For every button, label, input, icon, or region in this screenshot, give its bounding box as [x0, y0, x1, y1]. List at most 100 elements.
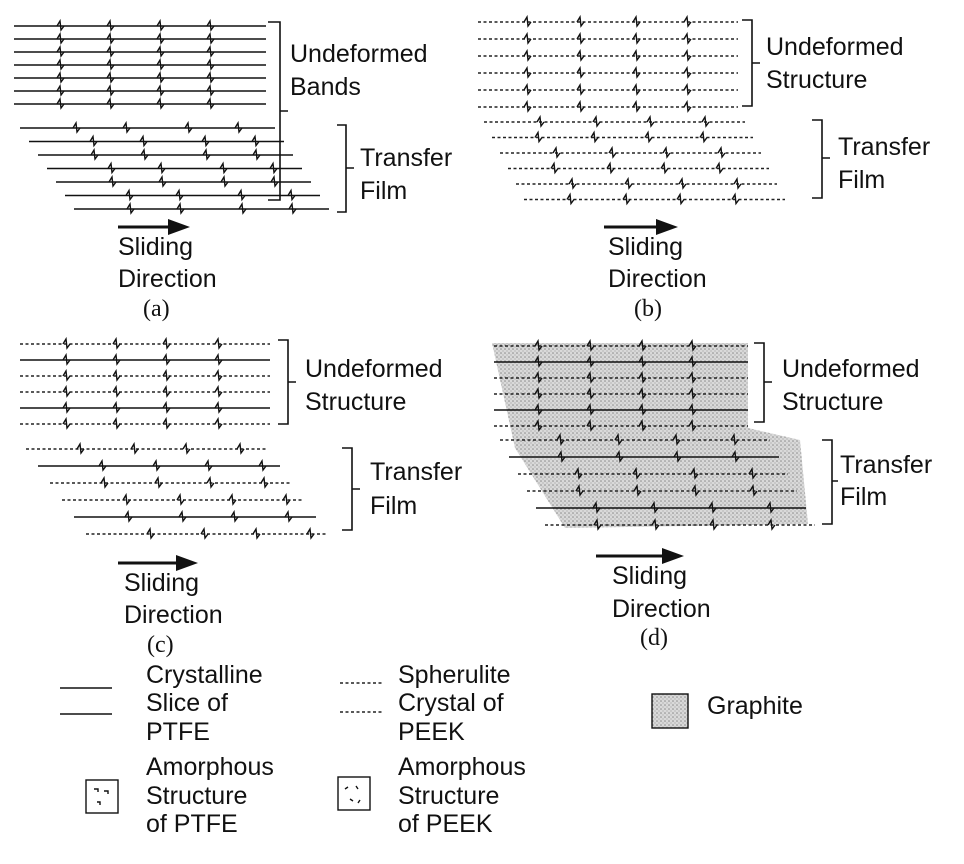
band-kink — [731, 192, 740, 206]
band-kink — [251, 134, 260, 148]
band-kink — [237, 188, 246, 202]
band-kink — [62, 352, 71, 366]
band-kink — [62, 416, 71, 430]
band-kink — [56, 83, 65, 97]
band-kink — [206, 83, 215, 97]
band-kink — [206, 70, 215, 84]
panel-c-lower-bracket — [342, 447, 360, 531]
band-kink — [182, 441, 191, 455]
band-kink — [106, 31, 115, 45]
band-kink — [214, 336, 223, 350]
panel-a-upper-label: Undeformed Bands — [290, 40, 435, 101]
band-kink — [204, 458, 213, 472]
band-kink — [749, 483, 758, 497]
band-kink — [206, 31, 215, 45]
band-kink — [534, 418, 543, 432]
band-kink — [106, 96, 115, 110]
band-kink — [638, 386, 647, 400]
band-kink — [576, 82, 585, 96]
band-kink — [678, 176, 687, 190]
band-kink — [106, 18, 115, 32]
band-kink — [688, 354, 697, 368]
band-kink — [200, 526, 209, 540]
panel-c-caption: (c) — [147, 632, 174, 658]
panel-a-lower-label: Transfer Film — [360, 144, 459, 205]
band-kink — [576, 31, 585, 45]
band-kink — [733, 176, 742, 190]
band-kink — [162, 352, 171, 366]
panel-c-direction-label: Sliding Direction — [124, 569, 223, 629]
band-kink — [98, 458, 107, 472]
band-kink — [672, 432, 681, 446]
band-kink — [228, 492, 237, 506]
panel-d: Undeformed Structure Transfer Film Slidi… — [492, 338, 932, 651]
band-kink — [690, 466, 699, 480]
band-kink — [156, 96, 165, 110]
band-kink — [62, 384, 71, 398]
band-kink — [140, 147, 149, 161]
band-kink — [534, 130, 543, 144]
band-kink — [206, 57, 215, 71]
band-kink — [576, 48, 585, 62]
panel-a-caption: (a) — [143, 296, 170, 322]
band-kink — [586, 370, 595, 384]
panel-b-sliding-arrow — [604, 219, 678, 235]
band-kink — [688, 338, 697, 352]
band-kink — [125, 188, 134, 202]
band-kink — [575, 483, 584, 497]
band-kink — [534, 354, 543, 368]
band-kink — [112, 384, 121, 398]
band-kink — [615, 449, 624, 463]
band-kink — [592, 114, 601, 128]
panel-d-sliding-arrow — [596, 548, 684, 564]
band-kink — [688, 402, 697, 416]
panel-b-upper-label: Undeformed Structure — [766, 33, 911, 94]
band-kink — [258, 458, 267, 472]
band-kink — [662, 145, 671, 159]
panel-c-upper-bracket — [278, 339, 296, 425]
band-kink — [683, 65, 692, 79]
band-kink — [632, 99, 641, 113]
band-kink — [717, 145, 726, 159]
band-kink — [206, 18, 215, 32]
band-kink — [56, 18, 65, 32]
panel-d-graphite-fill — [492, 343, 808, 528]
band-kink — [100, 475, 109, 489]
band-kink — [62, 400, 71, 414]
panel-d-transfer-film — [500, 432, 815, 531]
band-kink — [646, 114, 655, 128]
band-kink — [566, 192, 575, 206]
band-kink — [688, 418, 697, 432]
band-kink — [683, 14, 692, 28]
band-kink — [112, 400, 121, 414]
band-kink — [89, 134, 98, 148]
band-kink — [660, 161, 669, 175]
band-kink — [106, 44, 115, 58]
band-kink — [162, 384, 171, 398]
band-kink — [534, 338, 543, 352]
band-kink — [673, 449, 682, 463]
band-kink — [156, 44, 165, 58]
band-kink — [534, 386, 543, 400]
legend-graphite-label: Graphite — [707, 692, 803, 720]
band-kink — [766, 500, 775, 514]
band-kink — [523, 99, 532, 113]
legend-amorphous-peek-swatch — [337, 776, 371, 811]
band-kink — [523, 48, 532, 62]
band-kink — [638, 370, 647, 384]
band-kink — [284, 509, 293, 523]
band-kink — [236, 441, 245, 455]
panel-d-upper-bracket — [754, 342, 772, 423]
band-kink — [606, 161, 615, 175]
band-kink — [676, 192, 685, 206]
band-kink — [632, 82, 641, 96]
band-kink — [574, 466, 583, 480]
band-kink — [106, 57, 115, 71]
band-kink — [124, 509, 133, 523]
band-kink — [622, 192, 631, 206]
band-kink — [576, 99, 585, 113]
band-kink — [72, 120, 81, 134]
band-kink — [650, 500, 659, 514]
legend-amorphous-peek: Amorphous Structure of PEEK — [337, 753, 526, 838]
band-kink — [534, 402, 543, 416]
